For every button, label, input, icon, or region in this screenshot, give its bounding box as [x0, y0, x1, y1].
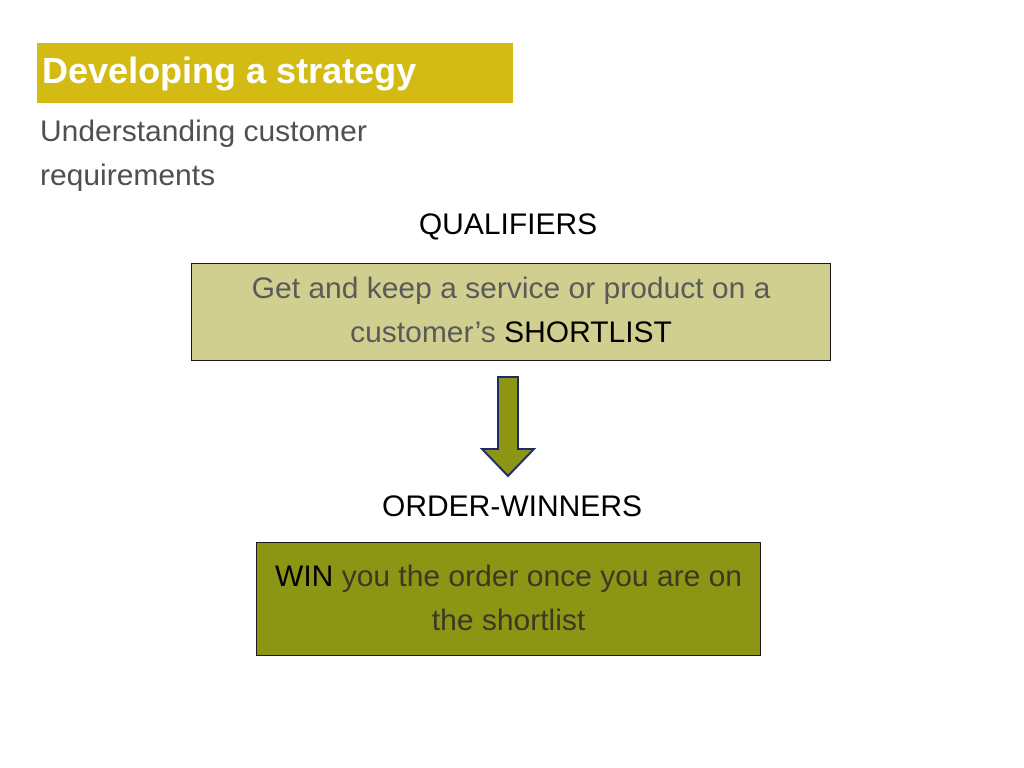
slide-title: Developing a strategy: [42, 50, 417, 91]
order-winners-box: WIN you the order once you are on the sh…: [256, 542, 761, 656]
win-emphasis: WIN: [275, 560, 334, 593]
title-banner: Developing a strategy: [37, 43, 513, 103]
qualifiers-box-text: Get and keep a service or product on a c…: [251, 272, 771, 349]
shortlist-emphasis: SHORTLIST: [504, 316, 672, 349]
qualifiers-box: Get and keep a service or product on a c…: [191, 263, 831, 361]
down-arrow-shape: [479, 376, 537, 478]
qualifiers-heading: QUALIFIERS: [418, 208, 598, 241]
down-arrow-icon: [479, 376, 537, 478]
order-winners-heading: ORDER-WINNERS: [382, 490, 642, 523]
slide-subtitle: Understanding customer requirements: [40, 115, 367, 192]
order-winners-box-text: you the order once you are on the shortl…: [341, 560, 742, 637]
